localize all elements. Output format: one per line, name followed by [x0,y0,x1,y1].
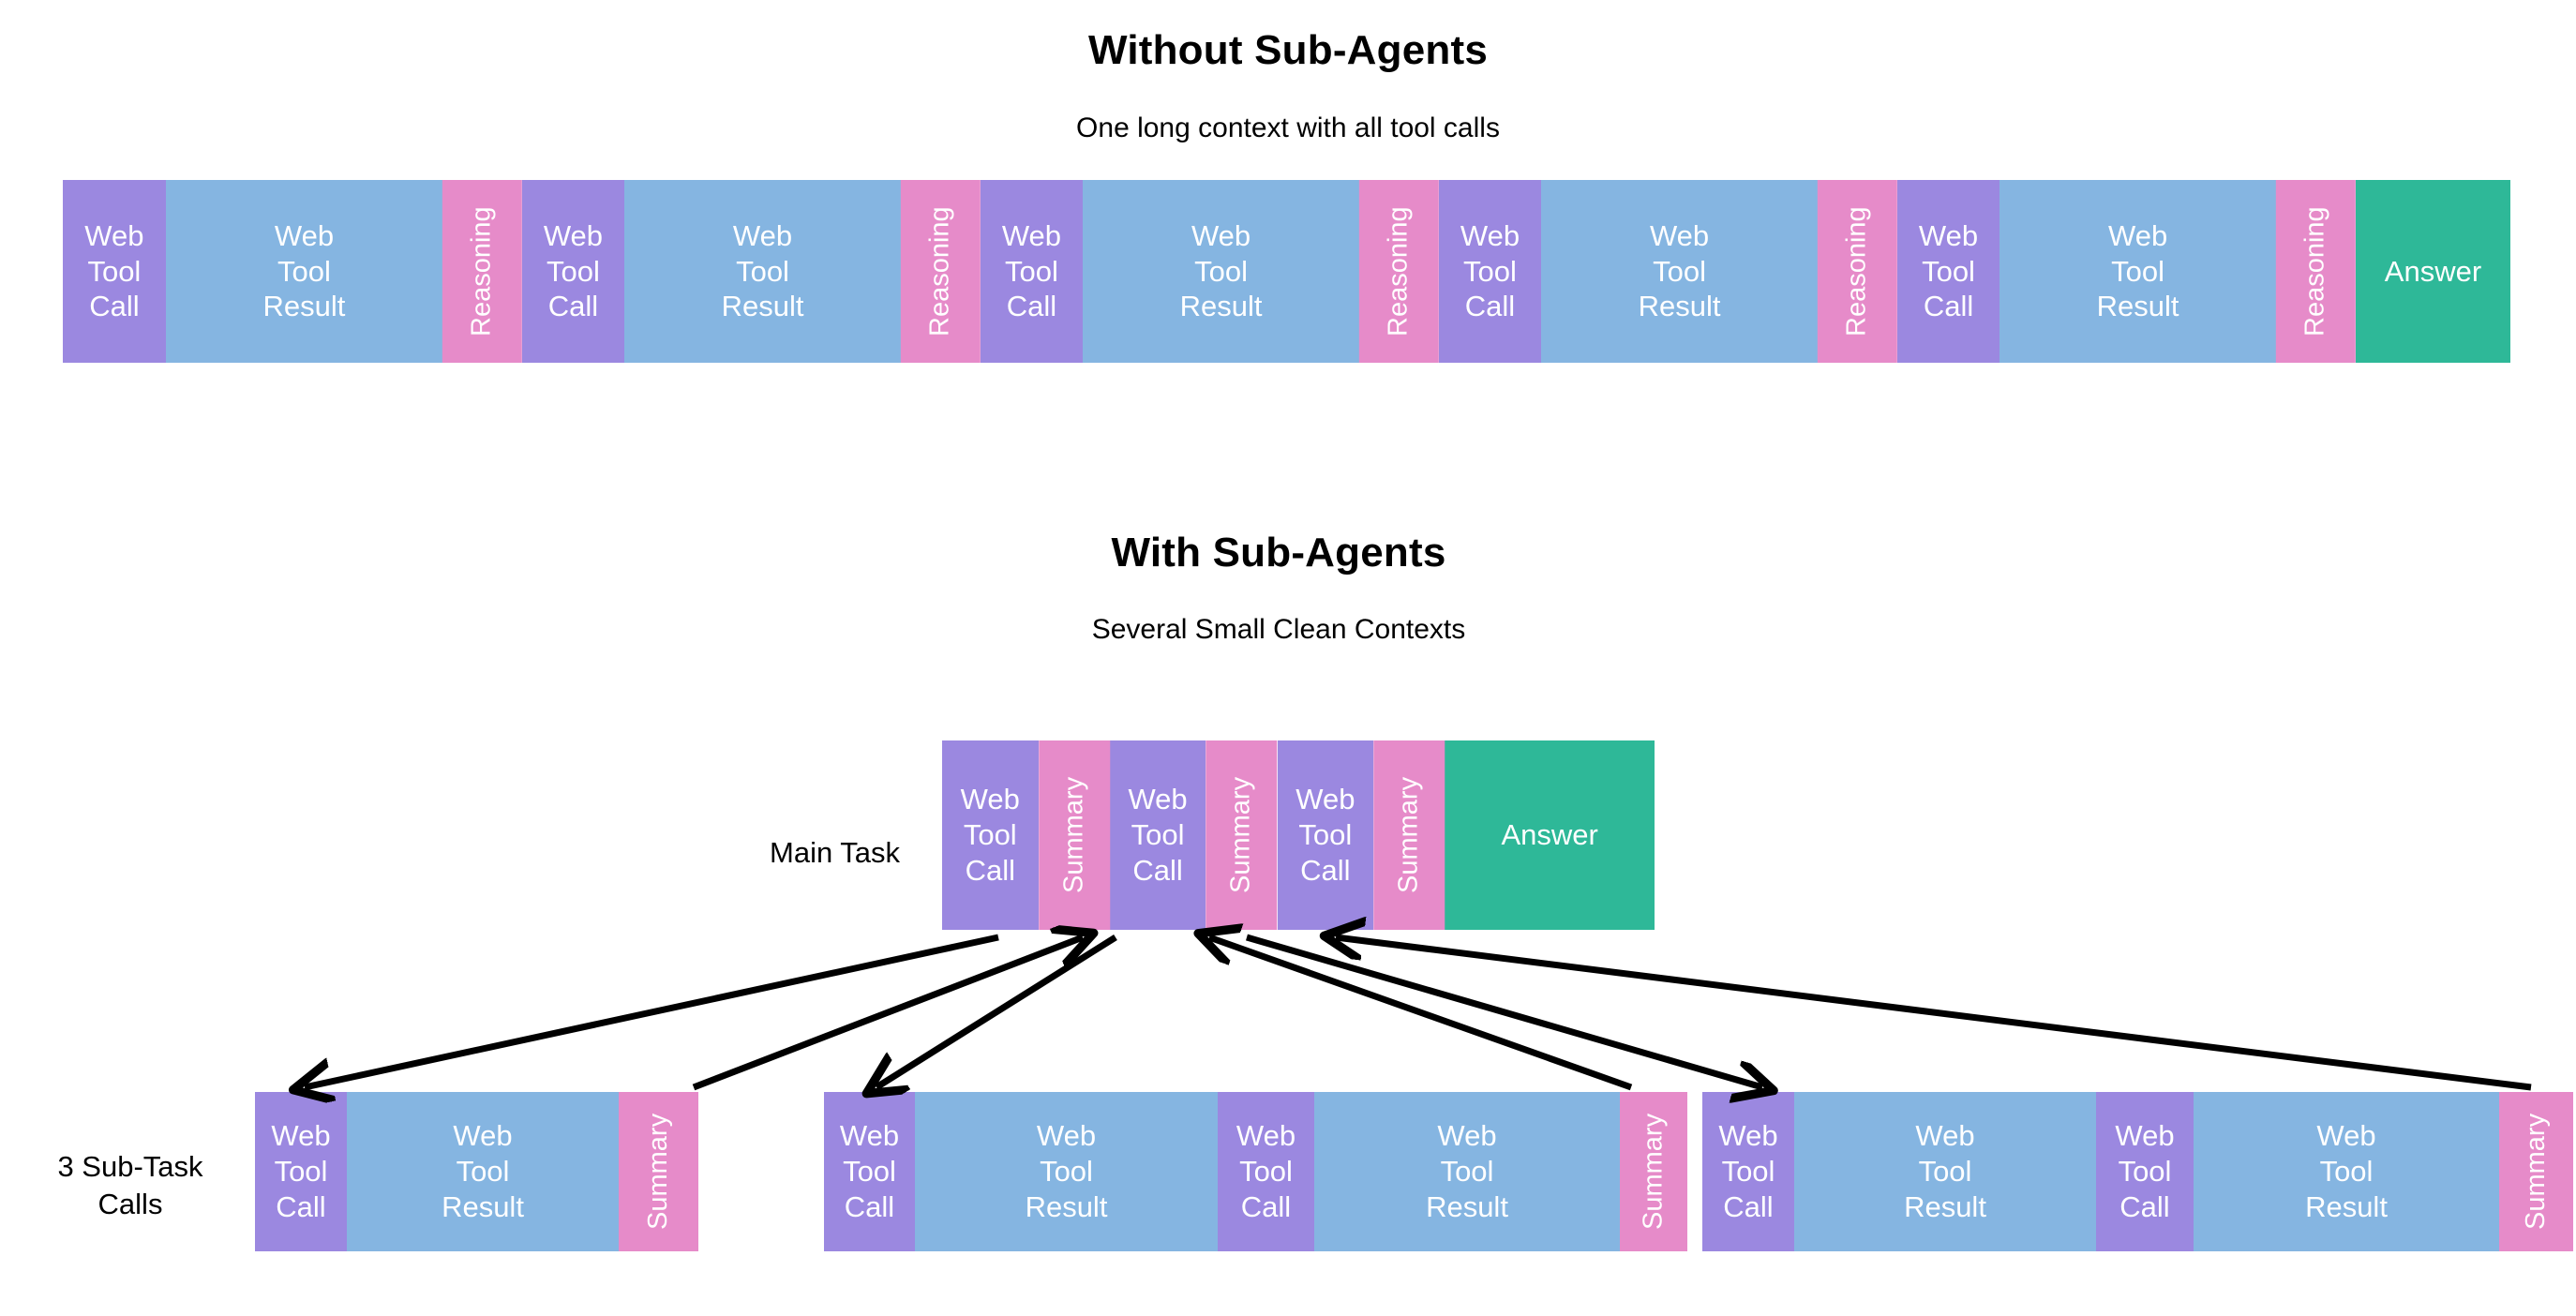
with-subagents-title: With Sub-Agents [1111,530,1446,576]
segment-label: Reasoning [1383,206,1414,336]
segment-label: Web Tool Call [2115,1119,2175,1223]
segment-reasoning: Reasoning [442,180,523,363]
main-task-context-timeline: Web Tool Call Summary Web Tool Call Summary… [942,740,1655,930]
dispatch-arrow-3 [1246,934,1762,1087]
segment-label: Answer [2384,254,2482,288]
segment-web-tool-result: Web Tool Result [1794,1092,2096,1251]
segment-answer: Answer [1445,740,1655,930]
return-arrow-3 [1336,937,2532,1091]
segment-summary: Summary [1620,1092,1687,1251]
segment-label: Summary [1638,1113,1669,1231]
segment-web-tool-call: Web Tool Call [981,180,1083,363]
with-subagents-subtitle: Several Small Clean Contexts [1091,614,1466,645]
segment-web-tool-call: Web Tool Call [824,1092,915,1251]
segment-label: Web Tool Call [1236,1119,1296,1223]
segment-web-tool-result: Web Tool Result [1540,180,1819,363]
segment-label: Web Tool Call [1460,218,1520,323]
segment-label: Summary [1225,776,1256,894]
dispatch-arrow-2 [876,935,1117,1087]
segment-web-tool-result: Web Tool Result [1314,1092,1620,1251]
segment-summary: Summary [1038,740,1110,930]
segment-label: Web Tool Call [84,218,144,323]
segment-web-tool-call: Web Tool Call [522,180,624,363]
segment-label: Web Tool Result [442,1119,524,1223]
segment-web-tool-result: Web Tool Result [1082,180,1360,363]
segment-label: Web Tool Call [1128,783,1188,887]
segment-label: Web Tool Call [839,1119,900,1223]
without-subagents-subtitle: One long context with all tool calls [1076,112,1500,143]
segment-reasoning: Reasoning [1359,180,1440,363]
segment-label: Web Tool Call [1001,218,1062,323]
segment-web-tool-result: Web Tool Result [347,1092,619,1251]
segment-web-tool-call: Web Tool Call [942,740,1039,930]
segment-web-tool-call: Web Tool Call [63,180,166,363]
return-arrow-2 [1209,937,1633,1091]
segment-label: Web Tool Result [721,218,804,323]
segment-summary: Summary [1206,740,1278,930]
segment-label: Web Tool Result [2305,1119,2388,1223]
sub-task-2-timeline: Web Tool Call Web Tool Result Web Tool Cal… [824,1092,1687,1251]
segment-web-tool-result: Web Tool Result [1999,180,2277,363]
segment-summary: Summary [2499,1092,2573,1251]
segment-label: Summary [642,1113,673,1231]
segment-web-tool-call: Web Tool Call [1109,740,1206,930]
segment-label: Summary [1393,776,1424,894]
segment-label: Answer [1501,818,1598,852]
segment-label: Reasoning [466,206,497,336]
segment-web-tool-call: Web Tool Call [1218,1092,1314,1251]
dispatch-arrow-1 [305,934,999,1087]
segment-label: Reasoning [924,206,955,336]
segment-web-tool-call: Web Tool Call [1897,180,1999,363]
segment-web-tool-call: Web Tool Call [1277,740,1374,930]
return-arrow-1 [692,937,1083,1091]
sub-task-calls-label: 3 Sub-Task Calls [57,1150,203,1221]
segment-web-tool-result: Web Tool Result [915,1092,1218,1251]
segment-label: Web Tool Result [1638,218,1721,323]
segment-label: Web Tool Call [543,218,604,323]
segment-label: Web Tool Result [1426,1119,1508,1223]
without-subagents-title: Without Sub-Agents [1087,27,1488,73]
sub-task-3-timeline: Web Tool Call Web Tool Result Web Tool Cal… [1702,1092,2573,1251]
segment-web-tool-call: Web Tool Call [1439,180,1541,363]
segment-label: Web Tool Result [1904,1119,1986,1223]
segment-label: Web Tool Call [1918,218,1979,323]
segment-label: Summary [2520,1113,2551,1231]
segment-summary: Summary [1373,740,1445,930]
segment-label: Web Tool Result [2096,218,2179,323]
without-subagents-context-timeline: Web Tool Call Web Tool Result Reasoning Web… [63,180,2510,363]
segment-label: Web Tool Result [262,218,346,323]
segment-web-tool-call: Web Tool Call [255,1092,347,1251]
segment-label: Web Tool Call [1295,783,1355,887]
segment-label: Reasoning [1842,206,1873,336]
sub-task-1-timeline: Web Tool Call Web Tool Result Summary [255,1092,698,1251]
segment-web-tool-result: Web Tool Result [623,180,902,363]
segment-label: Web Tool Result [1179,218,1263,323]
segment-label: Summary [1057,776,1088,894]
segment-web-tool-call: Web Tool Call [1702,1092,1794,1251]
segment-label: Web Tool Result [1025,1119,1108,1223]
segment-label: Web Tool Call [960,783,1020,887]
segment-reasoning: Reasoning [901,180,981,363]
main-task-label: Main Task [770,836,900,869]
segment-answer: Answer [2356,180,2510,363]
segment-reasoning: Reasoning [2276,180,2357,363]
segment-web-tool-call: Web Tool Call [2096,1092,2194,1251]
segment-summary: Summary [619,1092,698,1251]
segment-web-tool-result: Web Tool Result [165,180,443,363]
segment-label: Web Tool Call [1718,1119,1778,1223]
segment-reasoning: Reasoning [1818,180,1898,363]
segment-label: Reasoning [2300,206,2331,336]
segment-label: Web Tool Call [271,1119,331,1223]
segment-web-tool-result: Web Tool Result [2194,1092,2499,1251]
